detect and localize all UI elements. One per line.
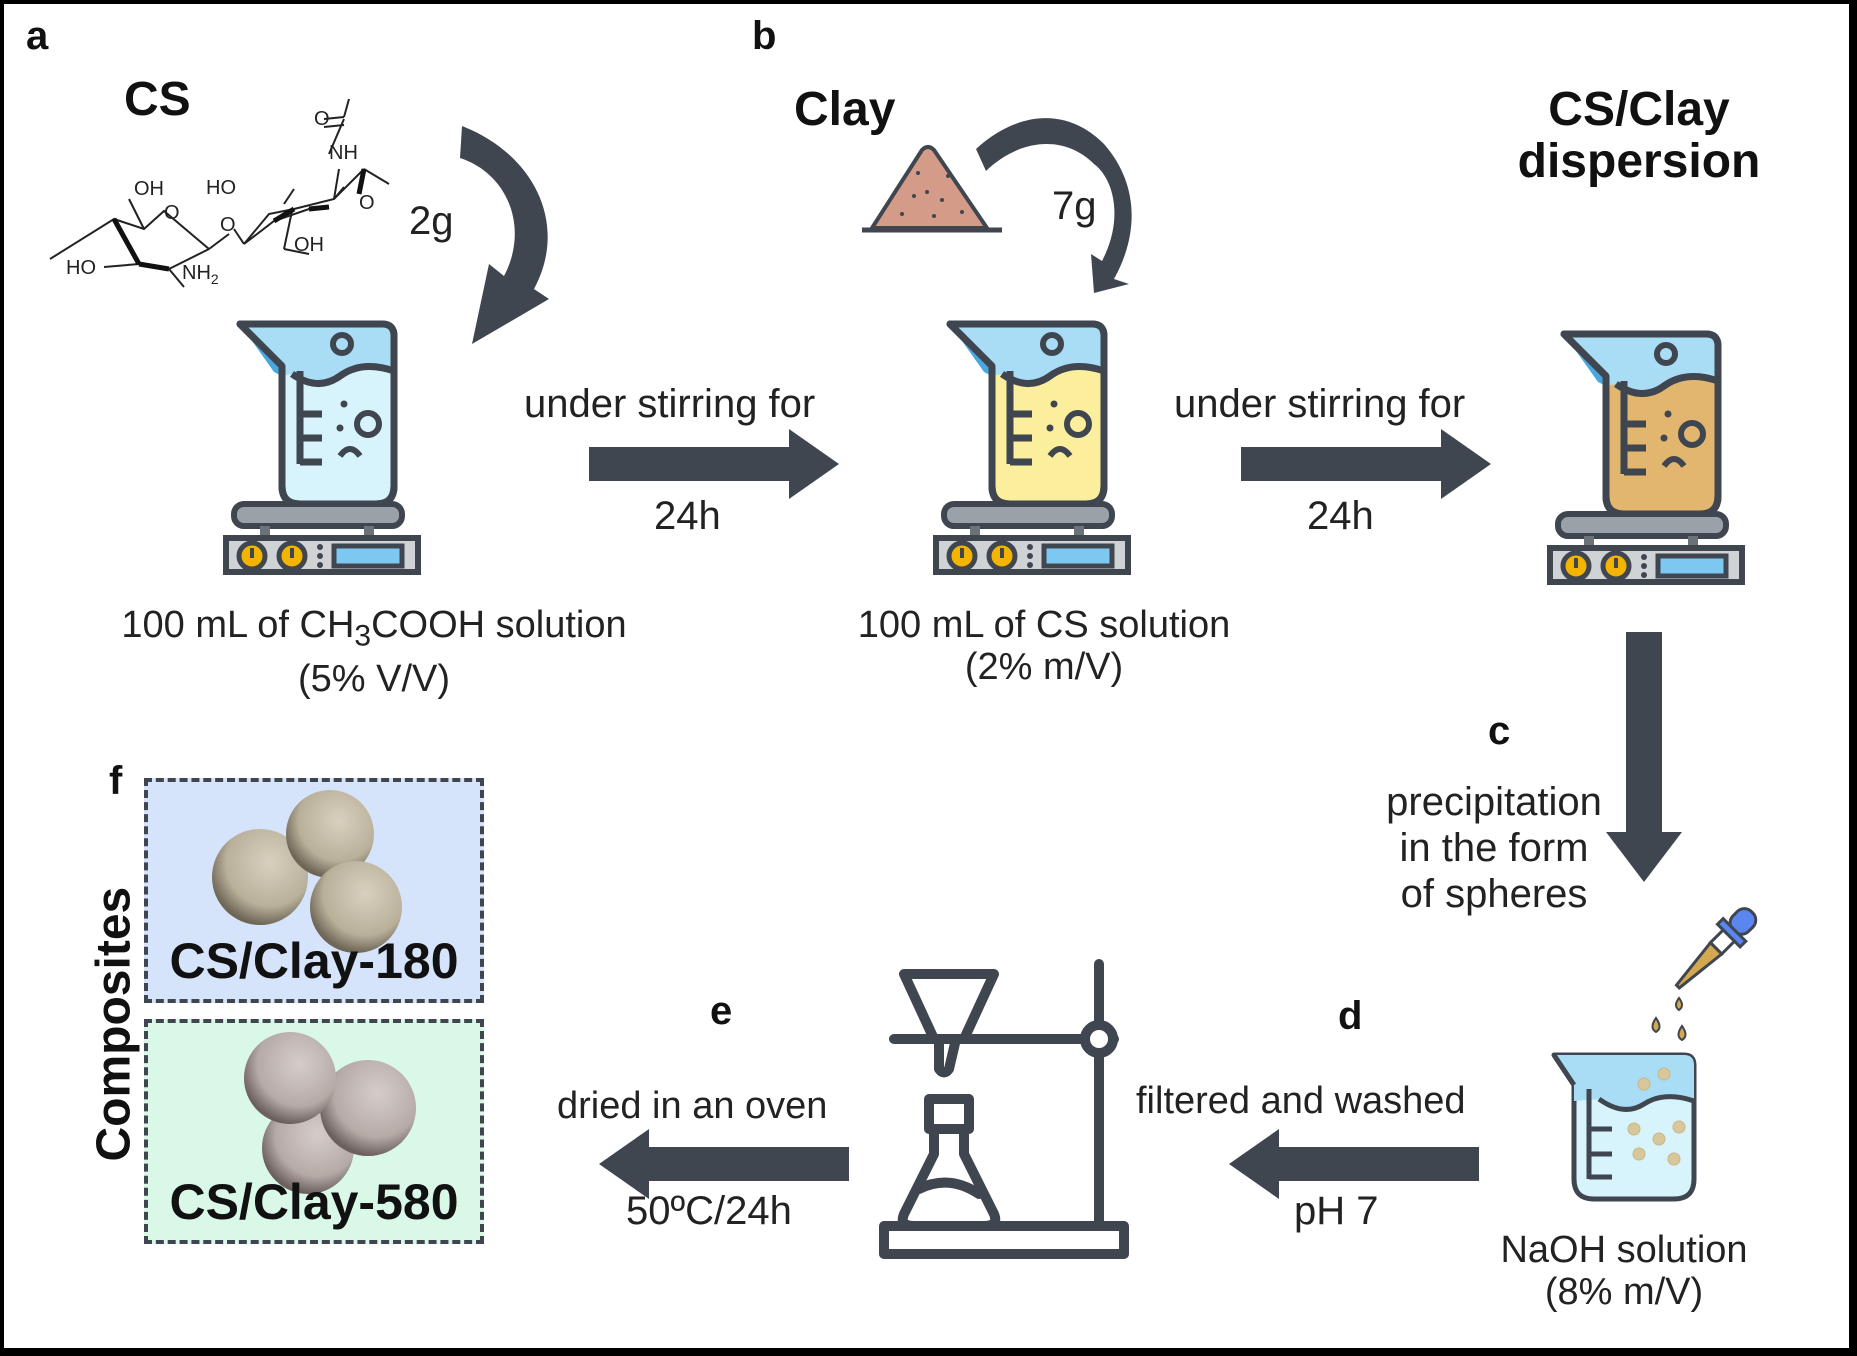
dry-arrow-icon — [599, 1129, 849, 1199]
clay-pile-icon — [862, 145, 1002, 233]
atom-oh1: OH — [134, 178, 164, 200]
naoh-beaker-icon — [1551, 1052, 1697, 1202]
spheres-180-icon — [212, 790, 402, 953]
add-clay-curved-arrow-icon — [976, 118, 1132, 293]
cs-title: CS — [124, 73, 191, 126]
spheres-580-icon — [244, 1032, 416, 1194]
atom-ho2: HO — [66, 257, 96, 279]
composite-180-box: CS/Clay-180 — [144, 778, 484, 1003]
dropper-icon — [1674, 907, 1758, 990]
chitosan-structure-icon: O NH OH HO O O O OH HO NH2 — [49, 98, 390, 288]
dispersion-title: CS/Clay dispersion — [1517, 83, 1761, 188]
panel-letter-d: d — [1338, 994, 1363, 1038]
stir2-label-below: 24h — [1307, 494, 1374, 538]
composite-580-label: CS/Clay-580 — [169, 1174, 459, 1230]
add-cs-curved-arrow-icon — [460, 126, 549, 344]
filtered-label: filtered and washed — [1136, 1080, 1466, 1122]
panel-letter-c: c — [1488, 709, 1511, 753]
stir1-label-above: under stirring for — [524, 382, 816, 426]
atom-o-ring2: O — [359, 192, 375, 214]
beaker-stirrer-acetic-icon — [222, 316, 432, 576]
precipitation-label: precipitation in the form of spheres — [1386, 780, 1602, 916]
beaker-stirrer-dispersion-icon — [1546, 326, 1756, 586]
cs-solution-caption: 100 mL of CS solution (2% m/V) — [857, 604, 1231, 688]
filtration-setup-icon — [879, 959, 1129, 1259]
panel-letter-f: f — [109, 759, 123, 803]
atom-o-carbonyl: O — [314, 108, 330, 130]
composite-180-label: CS/Clay-180 — [169, 933, 459, 989]
atom-nh: NH — [329, 142, 358, 164]
dried-label: dried in an oven — [557, 1085, 828, 1127]
ph-label: pH 7 — [1294, 1189, 1379, 1233]
cs-amount: 2g — [409, 199, 454, 243]
precipitation-arrow-icon — [1606, 632, 1682, 882]
stir2-label-above: under stirring for — [1174, 382, 1466, 426]
stir2-arrow-icon — [1241, 429, 1491, 499]
naoh-caption: NaOH solution (8% m/V) — [1500, 1229, 1748, 1313]
temperature-label: 50ºC/24h — [626, 1189, 792, 1233]
atom-oh2: OH — [294, 234, 324, 256]
stir1-label-below: 24h — [654, 494, 721, 538]
composite-580-box: CS/Clay-580 — [144, 1019, 484, 1244]
beaker-stirrer-cs-icon — [932, 316, 1142, 576]
drops-icon — [1651, 996, 1687, 1042]
panel-letter-a: a — [26, 14, 49, 58]
atom-o-ring1: O — [164, 202, 180, 224]
stir1-arrow-icon — [589, 429, 839, 499]
atom-o-link: O — [220, 214, 236, 236]
figure-frame: a CS — [4, 4, 1849, 1348]
atom-nh2: NH2 — [182, 262, 219, 287]
panel-letter-e: e — [710, 989, 733, 1033]
acetic-caption: 100 mL of CH3COOH solution (5% V/V) — [121, 604, 627, 700]
clay-amount: 7g — [1052, 184, 1097, 228]
filter-arrow-icon — [1229, 1129, 1479, 1199]
clay-title: Clay — [794, 83, 896, 136]
composites-group-label: Composites — [87, 886, 141, 1162]
panel-letter-b: b — [752, 14, 777, 58]
atom-ho1: HO — [206, 177, 236, 199]
